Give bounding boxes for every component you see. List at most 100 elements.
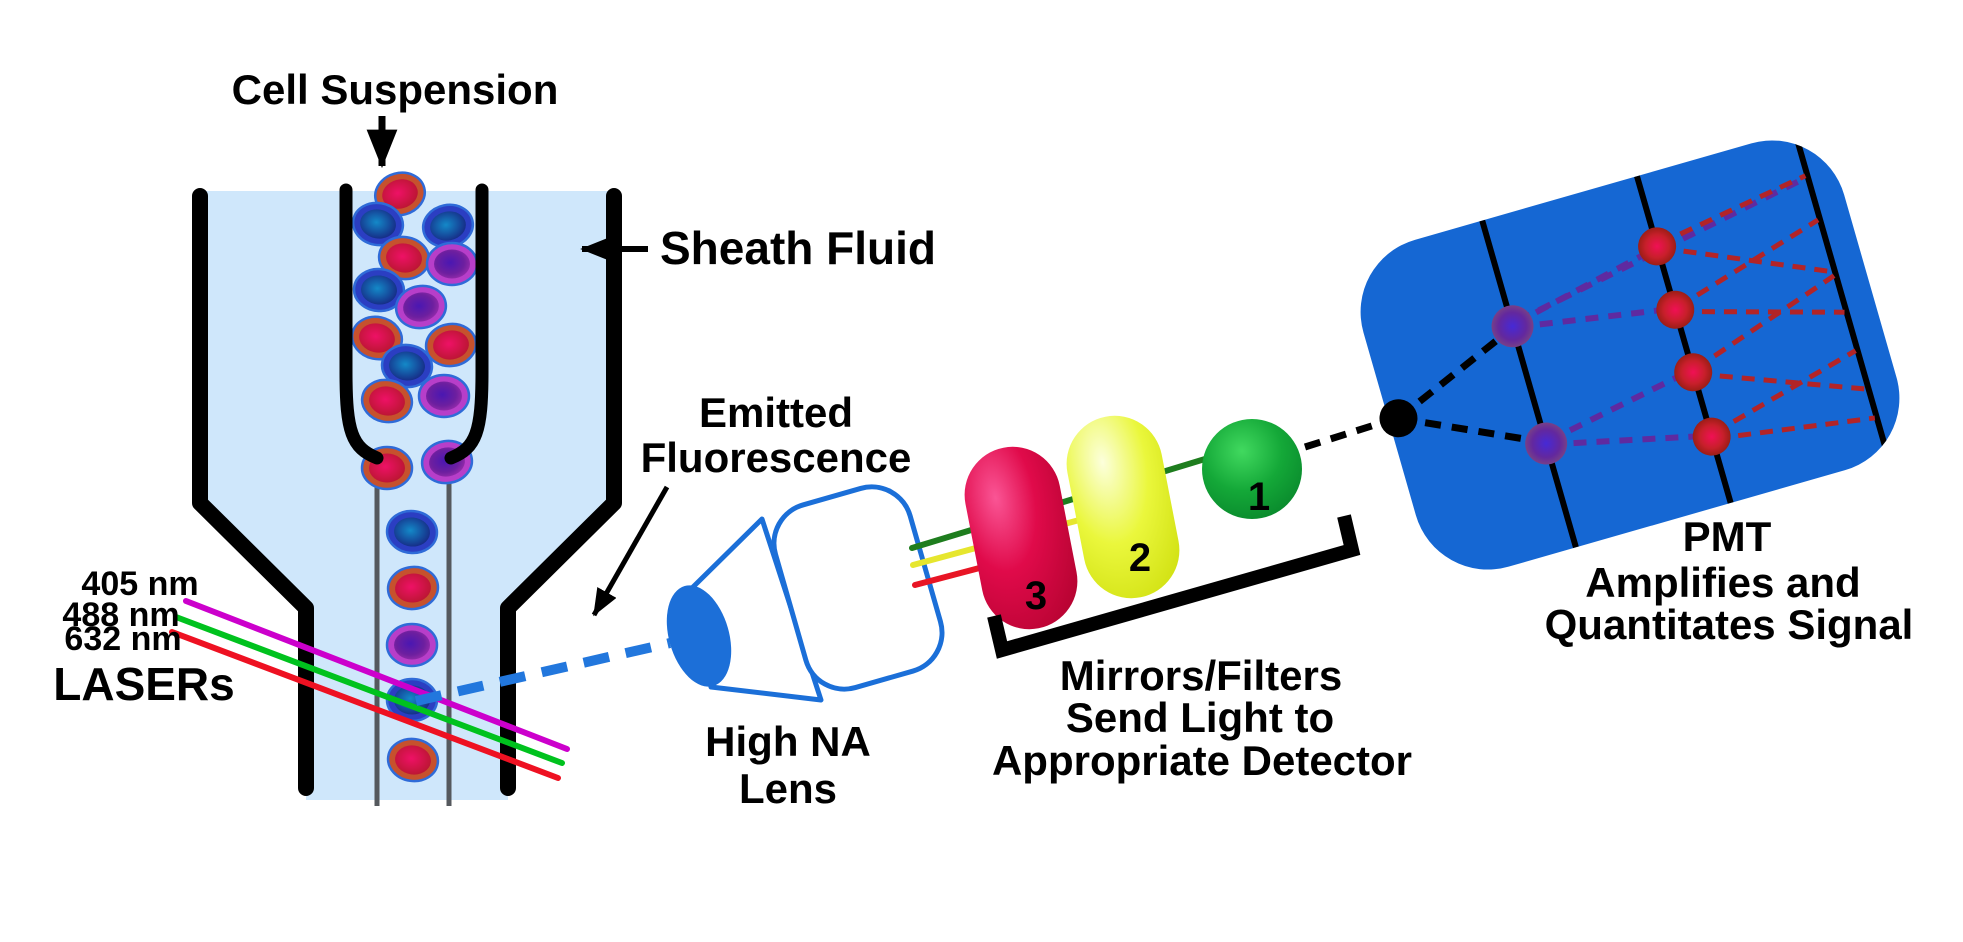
pmt-dynodes [1491,227,1731,465]
laser-label-632nm: 632 nm [64,620,181,658]
laser-label-488nm: 488 nm [62,596,179,634]
cell-nucleus [433,330,469,360]
detector-1-sphere [1202,419,1302,519]
laser-beam-632nm [169,629,561,781]
pmt-dynode-red [1656,290,1695,329]
cell-blue [351,201,405,247]
flow-cell-wall-right [500,188,622,796]
pmt-dynode-purple [1491,305,1534,348]
pmt-dynode-red [1692,417,1731,456]
cell-nucleus [426,381,462,411]
pmt-link-purple [1516,174,1808,324]
pmt-plate [1791,130,1892,459]
pmt-link-red [1694,273,1836,371]
pmt-caption-3: Quantitates Signal [1545,601,1914,648]
cell-nucleus [382,179,418,209]
detector-3-number: 3 [1025,574,1047,618]
pmt-link-red [1659,173,1807,246]
cell-nucleus [386,243,422,273]
pmt-caption-1: PMT [1683,513,1772,560]
cell-nucleus [434,249,470,279]
cell-nucleus [395,573,431,603]
cell-red [424,322,478,368]
high-na-lens [666,484,945,703]
cell-nucleus [389,351,425,381]
cell-nucleus [361,275,397,305]
detector-1-number: 1 [1248,475,1270,519]
pmt-dynode-purple [1525,422,1568,465]
mirror-filter-2 [1066,415,1180,599]
sample-core-lines [374,452,452,806]
emitted-fluorescence-label-1: Emitted [699,389,853,436]
cell-red [386,565,440,611]
filters-caption-2: Send Light to [1066,694,1334,741]
laser-beam-488nm [173,614,565,766]
pmt-link-red [1713,348,1857,435]
pmt-link-black [1396,327,1512,422]
cell-blue [352,267,406,313]
cell-nucleus [395,745,431,775]
cell-red [386,737,440,783]
pmt-link-red [1661,245,1834,275]
lens-label-1: High NA [705,718,871,765]
laser-beam-405nm [183,598,570,752]
injector-tube-wall-right [444,183,489,465]
cell-nucleus [360,209,396,239]
cell-nucleus [403,292,439,322]
emitted-fluorescence-label-2: Fluorescence [641,434,912,481]
injector-tube-wall-left [339,183,384,465]
cells-layer [350,171,479,783]
pmt-signal-links [1396,173,1876,448]
pmt-photocathode-dot [1379,399,1418,438]
cell-blue [380,343,434,389]
cell-purple [394,284,448,330]
pmt [1360,130,1900,570]
cell-suspension-label: Cell Suspension [232,66,559,113]
cell-nucleus [394,630,430,660]
sheath-fluid-region [200,191,614,800]
pmt-link-red [1716,415,1876,441]
filters-caption-3: Appropriate Detector [992,737,1412,784]
cell-blue [421,203,475,249]
cell-red [360,378,414,424]
emitted-fluorescence-arrow [591,485,670,617]
sheath-fluid-label: Sheath Fluid [660,222,936,274]
injector-tube [339,183,489,465]
pmt-link-red [1679,309,1845,315]
pmt-plate [1479,219,1579,549]
laser-label-405nm: 405 nm [81,565,198,603]
pmt-link-red [1697,371,1867,392]
pmt-link-purple [1516,305,1672,331]
cell-nucleus [430,211,466,241]
lens-label-2: Lens [739,765,837,812]
detector-2-number: 2 [1129,536,1151,580]
pmt-link-black [1397,414,1543,446]
filters-caption-1: Mirrors/Filters [1060,652,1342,699]
filters-bracket [987,514,1361,659]
cell-purple [417,373,471,419]
emitted-light-beam [414,638,672,706]
pmt-dynode-red [1674,353,1713,392]
flow-cell [192,188,622,796]
lens-body [771,484,945,692]
light-to-pmt-dashed [1303,420,1380,451]
cell-nucleus [369,386,405,416]
mirror-filter-3 [964,446,1078,630]
pmt-body [1360,140,1900,570]
pmt-link-purple [1550,432,1708,448]
cell-blue [385,509,439,555]
lens-front-element [666,585,732,687]
cell-red [377,235,431,281]
pmt-link-red [1677,217,1820,309]
pmt-link-purple [1548,368,1691,444]
pmt-dynode-red [1638,227,1677,266]
cell-purple [425,241,479,287]
lasers-caption: LASERs [53,658,234,710]
cell-nucleus [359,323,395,353]
cell-nucleus [394,517,430,547]
cell-red [350,315,404,361]
flow-cell-wall-left [192,188,314,796]
